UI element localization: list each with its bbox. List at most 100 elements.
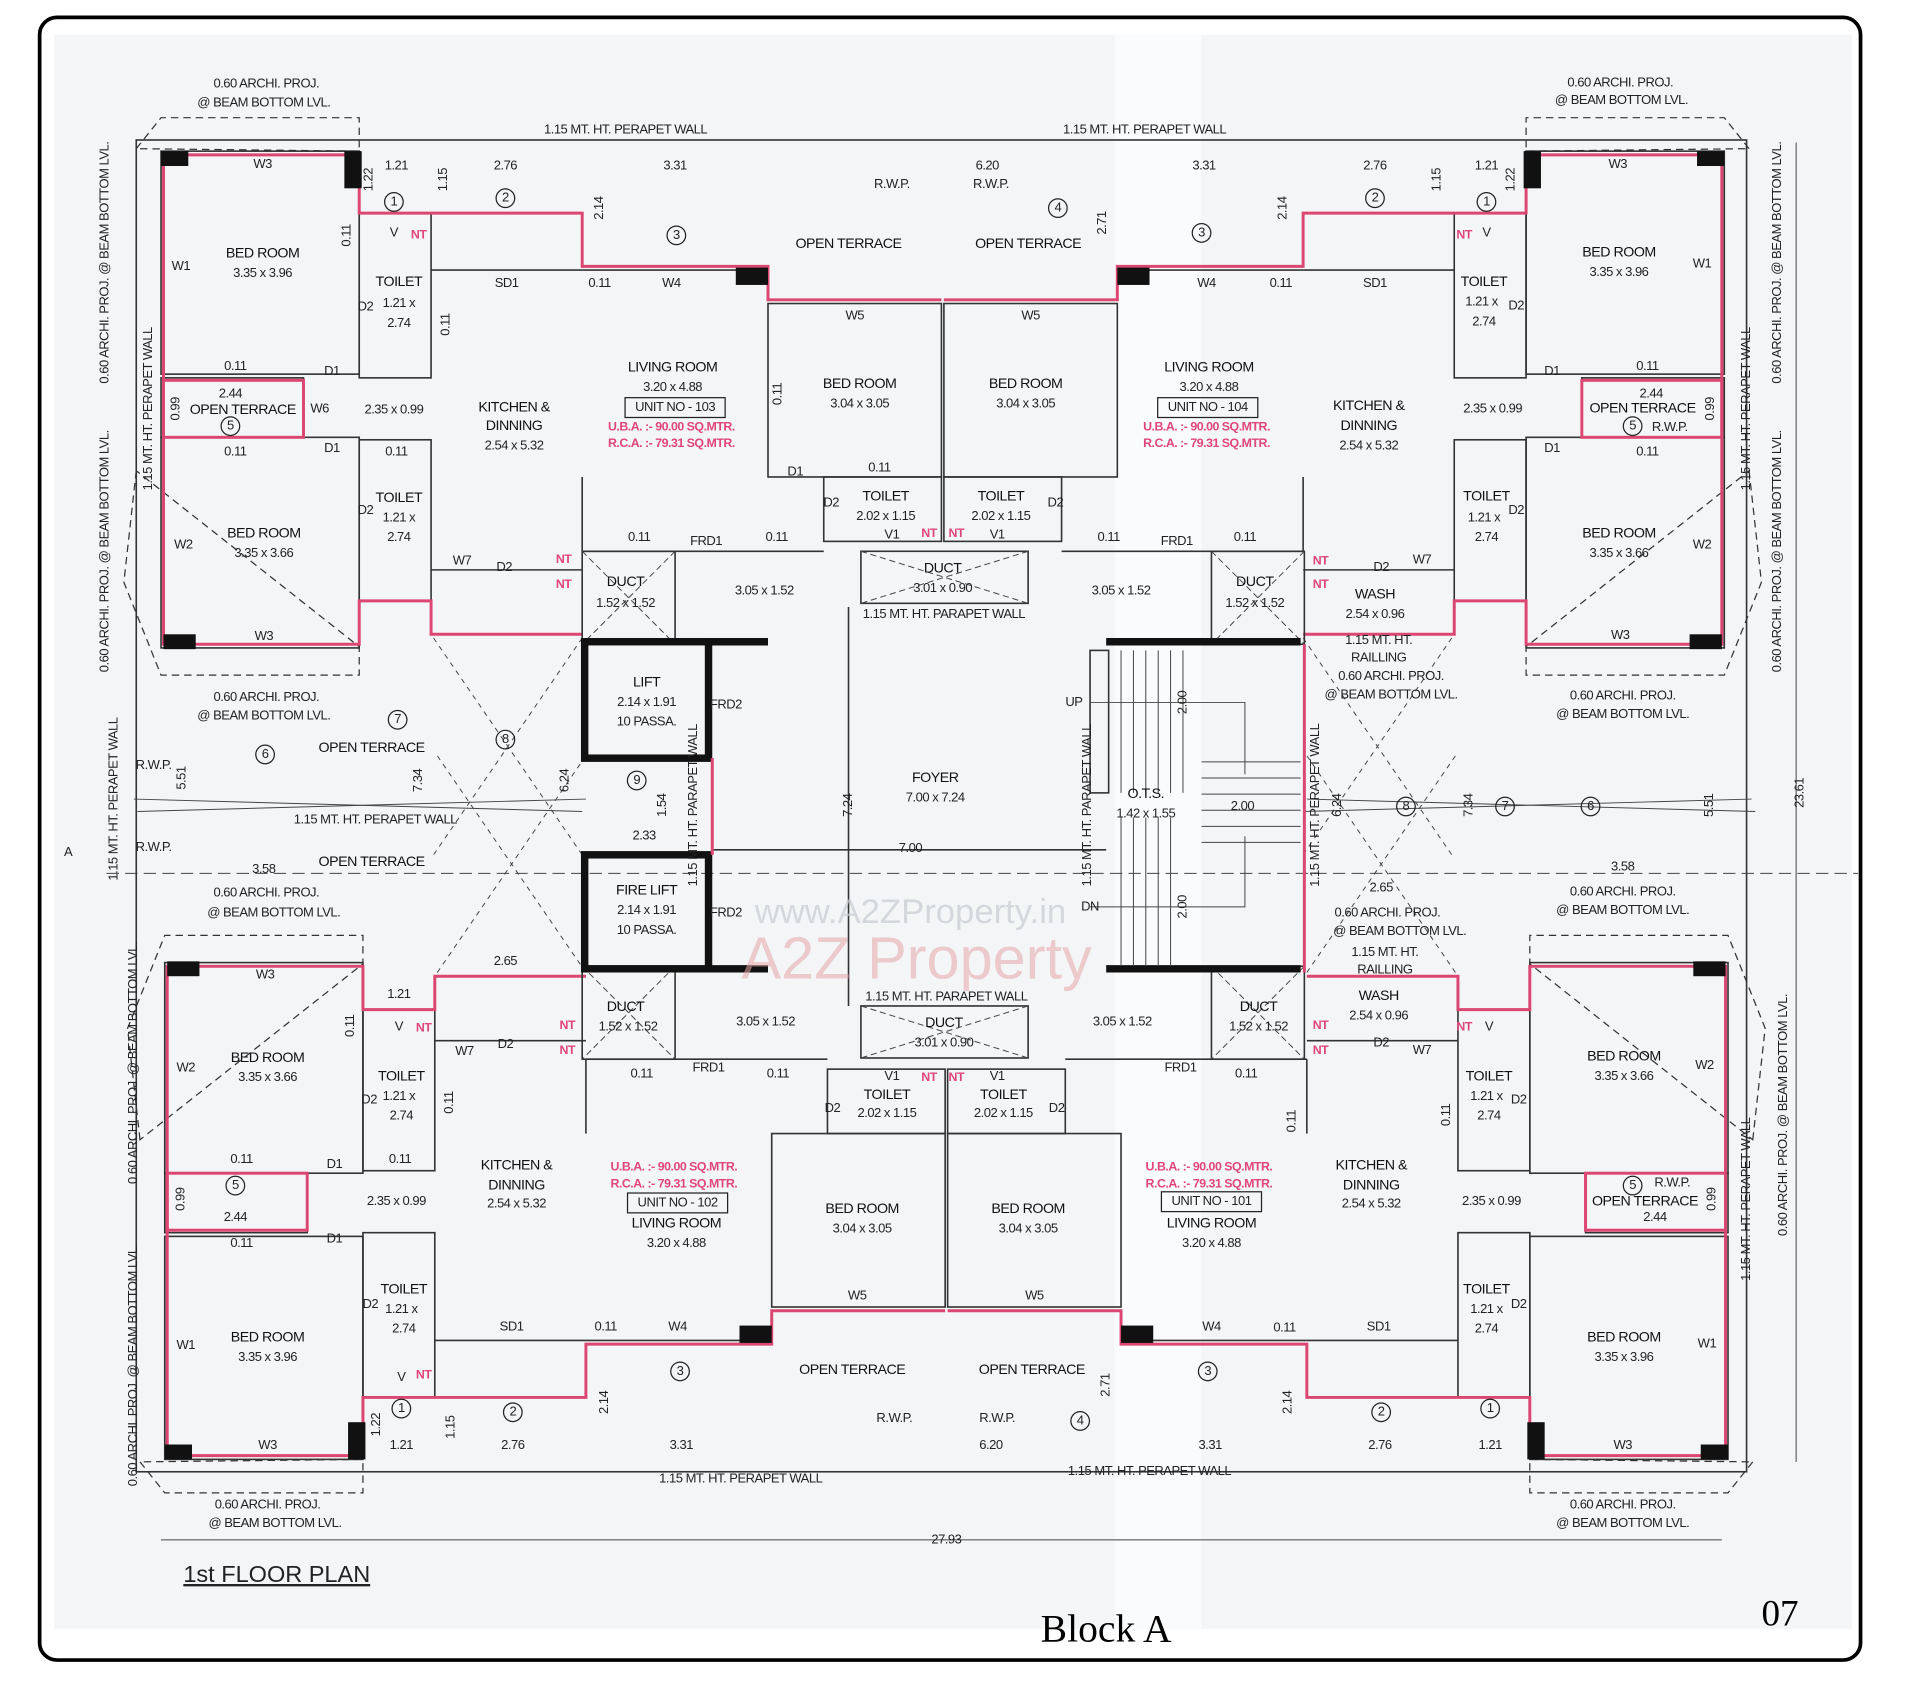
dimension-label: 2.74	[1475, 1321, 1499, 1336]
zone-marker-circle	[666, 225, 687, 246]
page-number: 07	[1761, 1593, 1798, 1634]
area-or-nt-label: R.C.A. :- 79.31 SQ.MTR.	[1146, 1177, 1273, 1191]
area-or-nt-label: NT	[1456, 228, 1472, 242]
room-label: DUCT	[607, 999, 645, 1015]
area-or-nt-label: NT	[949, 526, 965, 540]
dimension-label: 1.15	[1428, 168, 1443, 192]
dimension-label: 0.11	[595, 1318, 618, 1333]
dimension-label: 3.20 x 4.88	[1180, 379, 1239, 394]
dimension-label: RAILLING	[1357, 961, 1413, 976]
dimension-label: W2	[1693, 537, 1712, 552]
room-label: OPEN TERRACE	[1589, 401, 1695, 417]
dimension-label: @ BEAM BOTTOM LVL.	[208, 1515, 341, 1530]
room-label: O.T.S.	[1128, 786, 1165, 802]
area-or-nt-label: NT	[560, 1043, 576, 1057]
unit-number-label: UNIT NO - 104	[1168, 399, 1248, 414]
dimension-label: W3	[1608, 156, 1627, 171]
dimension-label: 1.21 x	[383, 509, 416, 524]
dimension-label: 1.21	[1479, 1437, 1503, 1452]
dimension-label: W5	[845, 307, 864, 322]
dimension-label: D2	[496, 559, 512, 574]
dimension-label: 6.24	[1329, 793, 1344, 817]
dimension-label: @ BEAM BOTTOM LVL.	[1555, 92, 1688, 107]
zone-marker-number: 7	[1502, 798, 1509, 813]
dimension-label: 2.74	[390, 1108, 414, 1123]
dimension-label: 0.11	[230, 1151, 253, 1166]
dimension-label: 2.74	[1475, 529, 1499, 544]
dimension-label: A	[64, 844, 73, 859]
dimension-label: 0.11	[389, 1151, 412, 1166]
zone-marker-circle	[1371, 1402, 1392, 1423]
dimension-label: W4	[668, 1318, 687, 1333]
dimension-label: W2	[1695, 1057, 1714, 1072]
dimension-label: SD1	[1363, 275, 1387, 290]
dimension-label: R.W.P.	[876, 1410, 912, 1425]
dimension-label: 2.33	[632, 828, 656, 843]
zone-marker-circle	[670, 1361, 690, 1382]
dimension-label: W3	[253, 156, 272, 171]
dimension-label: 1.22	[1503, 168, 1518, 192]
dimension-label: 0.11	[338, 224, 353, 247]
room-label: FOYER	[912, 770, 959, 786]
dimension-label: W3	[255, 628, 274, 643]
zone-marker-circle	[391, 1398, 412, 1419]
dimension-label: 0.11	[342, 1014, 357, 1037]
dimension-label: 2.74	[387, 315, 411, 330]
dimension-label: 3.01 x 0.90	[914, 1035, 973, 1050]
dimension-label: FRD2	[710, 696, 742, 711]
dimension-label: 1.15 MT. HT. PARAPET WALL	[1079, 724, 1094, 886]
unit-number-box	[626, 1192, 729, 1214]
dimension-label: 0.11	[1097, 529, 1120, 544]
dimension-label: 0.11	[767, 1066, 790, 1081]
room-label: OPEN TERRACE	[979, 1362, 1085, 1378]
outer-parapet	[106, 139, 1859, 1541]
dimension-label: W6	[310, 400, 329, 415]
dimension-label: 2.02 x 1.15	[856, 508, 915, 523]
area-or-nt-label: R.C.A. :- 79.31 SQ.MTR.	[1143, 436, 1270, 450]
dimension-label: 2.74	[1472, 314, 1496, 329]
dimension-label: 1.21 x	[385, 1301, 418, 1316]
dimension-label: D2	[823, 494, 839, 509]
dimension-label: D2	[1511, 1296, 1527, 1311]
area-or-nt-label: NT	[560, 1018, 576, 1032]
zone-marker-circle	[1070, 1411, 1091, 1431]
unit-number-label: UNIT NO - 101	[1171, 1193, 1251, 1208]
dimension-label: 2.14 x 1.91	[617, 694, 676, 709]
room-label: LIVING ROOM	[1167, 1216, 1256, 1232]
dimension-label: 0.60 ARCHI. PROJ.	[1570, 688, 1676, 703]
dimension-label: 5.51	[1701, 793, 1716, 817]
dimension-label: 2.44	[1640, 385, 1664, 400]
room-label: OPEN TERRACE	[190, 402, 296, 418]
dimension-label: 0.60 ARCHI. PROJ.	[1567, 74, 1673, 89]
room-label: OPEN TERRACE	[319, 854, 425, 870]
dimension-label: R.W.P.	[1654, 1175, 1690, 1190]
zone-marker-circle	[384, 192, 404, 212]
dimension-label: 1.15 MT. HT.	[1351, 944, 1418, 959]
room-label: FIRE LIFT	[616, 883, 678, 899]
dimension-label: 2.44	[224, 1209, 248, 1224]
dimension-label: R.W.P.	[136, 757, 172, 772]
dimension-label: 0.60 ARCHI. PROJ.	[213, 885, 319, 900]
dimension-label: 3.04 x 3.05	[830, 395, 889, 410]
dimension-label: D1	[327, 1156, 343, 1171]
dimension-label: 1.21 x	[1470, 1301, 1503, 1316]
dimension-label: 2.54 x 5.32	[1339, 437, 1398, 452]
dimension-label: R.W.P.	[874, 176, 910, 191]
dimension-label: 0.11	[224, 444, 247, 459]
core-geometry	[580, 550, 1306, 1061]
dimension-label: @ BEAM BOTTOM LVL.	[207, 904, 340, 919]
zone-marker-number: 6	[1587, 798, 1594, 813]
dimension-label: 3.35 x 3.96	[233, 265, 292, 280]
zone-marker-number: 5	[232, 1177, 239, 1192]
zone-marker-number: 3	[677, 1363, 684, 1378]
room-label: DINNING	[1343, 1177, 1400, 1193]
zone-marker-number: 3	[1204, 1363, 1211, 1378]
room-label: TOILET	[1466, 1068, 1513, 1084]
dimension-label: W7	[453, 553, 472, 568]
dimension-label: 1.52 x 1.52	[1225, 595, 1284, 610]
zone-marker-number: 3	[1198, 224, 1205, 239]
room-label: TOILET	[381, 1281, 428, 1297]
area-or-nt-label: U.B.A. :- 90.00 SQ.MTR.	[610, 1159, 737, 1173]
dimension-label: 3.35 x 3.66	[1595, 1068, 1654, 1083]
dimension-label: 7.34	[1461, 793, 1476, 817]
